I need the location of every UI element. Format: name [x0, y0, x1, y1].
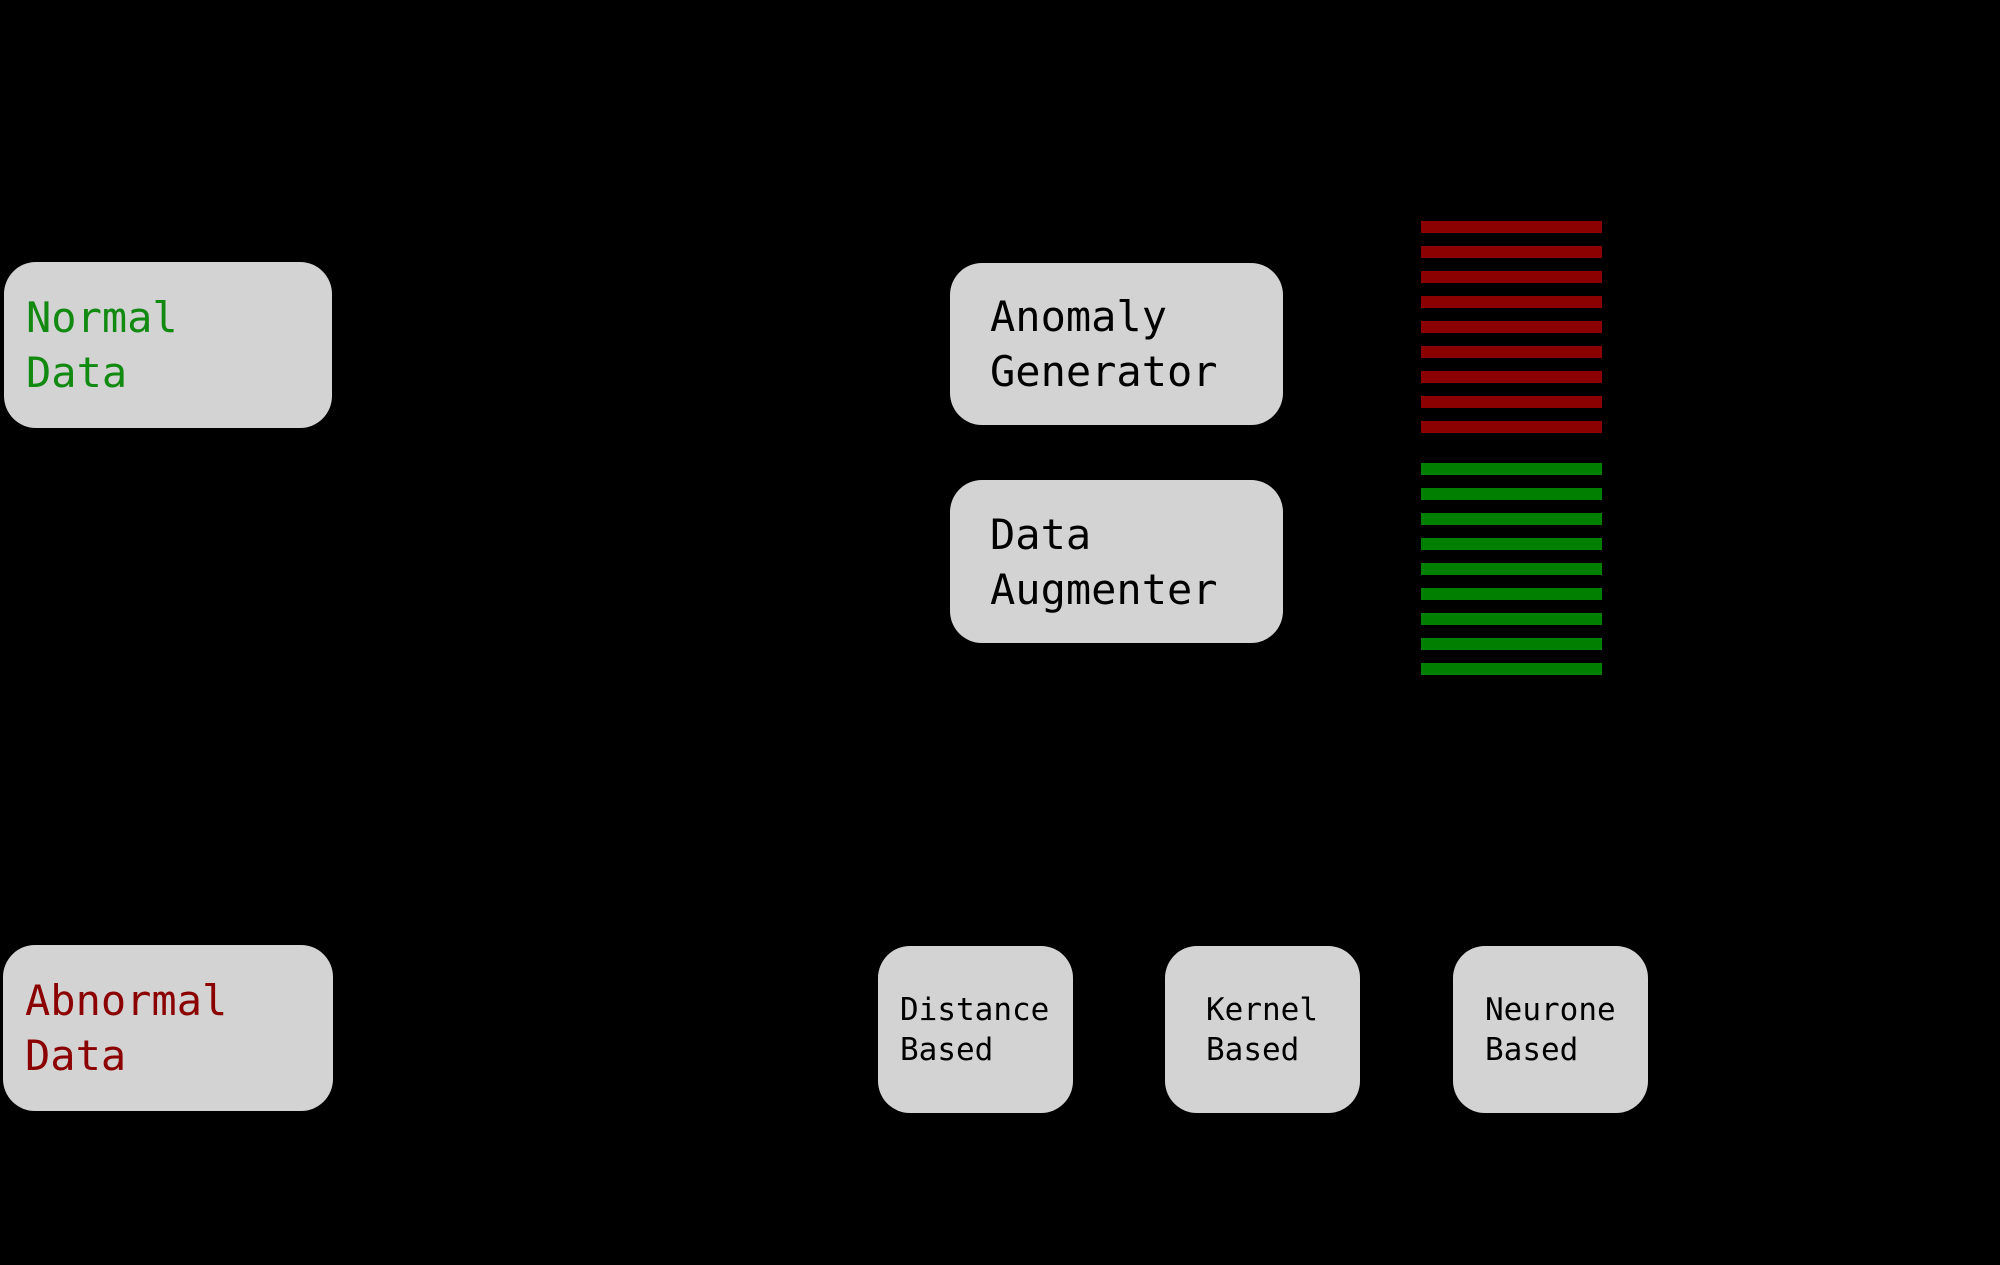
data-sample-stripe: [1421, 421, 1602, 433]
neurone-based-node: Neurone Based: [1453, 946, 1648, 1113]
anomaly-generator-label-line2: Generator: [990, 347, 1218, 396]
data-sample-stripe: [1421, 321, 1602, 333]
distance-based-label-line2: Based: [900, 1031, 994, 1068]
data-sample-stripe: [1421, 488, 1602, 500]
kernel-based-label-line1: Kernel: [1206, 991, 1318, 1028]
neurone-based-label-line1: Neurone: [1485, 991, 1616, 1028]
data-sample-stripe: [1421, 613, 1602, 625]
data-sample-stripe: [1421, 296, 1602, 308]
normal-data-label-line2: Data: [26, 348, 128, 397]
data-sample-stripe: [1421, 271, 1602, 283]
abnormal-data-label-line2: Data: [25, 1031, 127, 1080]
kernel-based-label-line2: Based: [1206, 1031, 1300, 1068]
data-sample-stripe: [1421, 396, 1602, 408]
distance-based-node: Distance Based: [878, 946, 1073, 1113]
data-sample-stripe: [1421, 346, 1602, 358]
abnormal-data-label-line1: Abnormal: [25, 976, 228, 1025]
data-sample-stripe: [1421, 371, 1602, 383]
data-sample-stripe: [1421, 246, 1602, 258]
kernel-based-node: Kernel Based: [1165, 946, 1360, 1113]
normal-data-node: Normal Data: [4, 262, 332, 428]
data-augmenter-label-line1: Data: [990, 509, 1092, 559]
data-augmenter-label-line2: Augmenter: [990, 564, 1218, 614]
anomaly-generator-label-line1: Anomaly: [990, 292, 1168, 341]
data-sample-stripe: [1421, 513, 1602, 525]
data-sample-stripe: [1421, 221, 1602, 233]
distance-based-label-line1: Distance: [900, 991, 1050, 1028]
normal-sample-stripes: [1421, 463, 1602, 675]
anomalous-sample-stripes: [1421, 221, 1602, 433]
data-sample-stripe: [1421, 638, 1602, 650]
abnormal-data-node: Abnormal Data: [3, 945, 333, 1111]
neurone-based-label-line2: Based: [1485, 1031, 1579, 1068]
data-sample-stripe: [1421, 463, 1602, 475]
data-sample-stripe: [1421, 663, 1602, 675]
anomaly-generator-node: Anomaly Generator: [950, 263, 1283, 425]
data-sample-stripe: [1421, 563, 1602, 575]
data-sample-stripe: [1421, 538, 1602, 550]
data-sample-stripe: [1421, 588, 1602, 600]
normal-data-label-line1: Normal: [26, 293, 178, 342]
data-augmenter-node: Data Augmenter: [950, 480, 1283, 643]
